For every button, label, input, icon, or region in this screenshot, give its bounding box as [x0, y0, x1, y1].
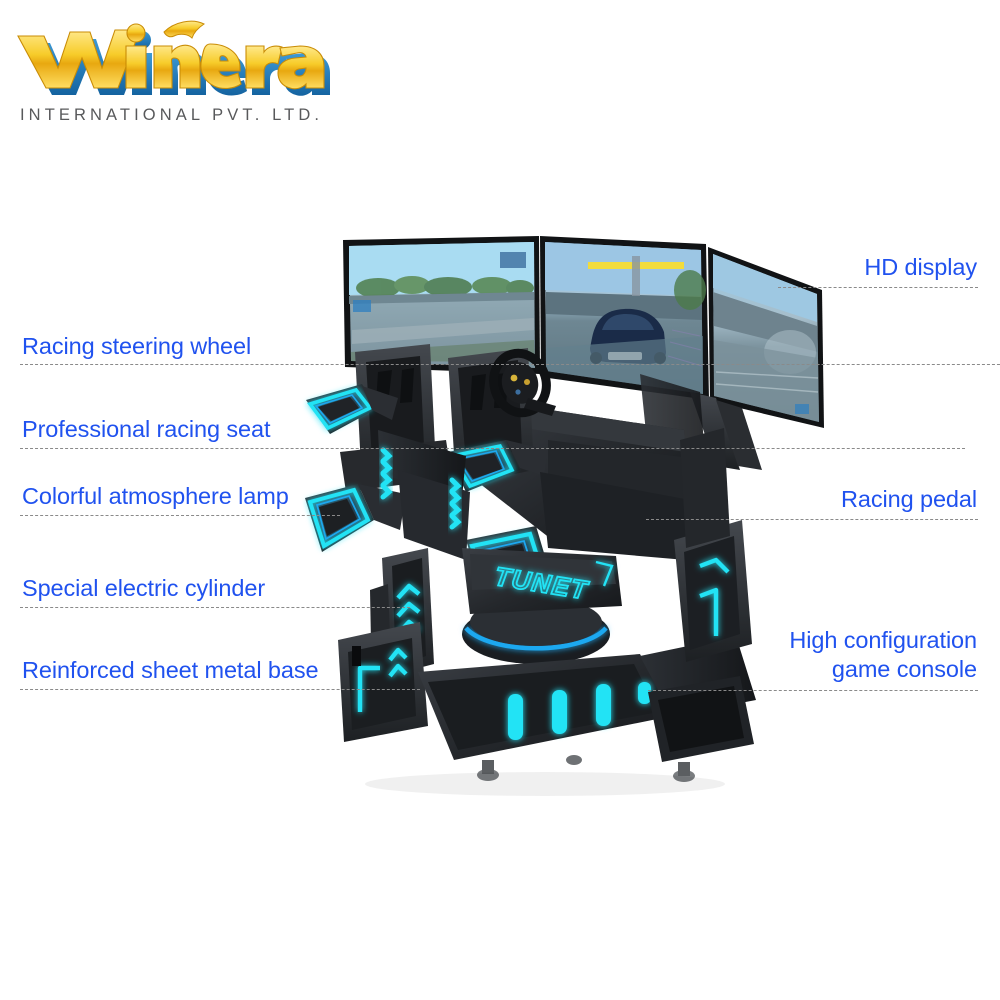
callout-label-high-configuration-game-console: High configuration game console [747, 626, 977, 683]
callout-label-colorful-atmosphere-lamp: Colorful atmosphere lamp [22, 483, 289, 509]
brand-logo: INTERNATIONAL PVT. LTD. [14, 16, 344, 126]
led-chevron-strip-right [449, 477, 462, 530]
leader-line-high-configuration-game-console [648, 690, 978, 691]
callout-label-reinforced-sheet-metal-base: Reinforced sheet metal base [22, 657, 319, 683]
screen-center [540, 236, 709, 400]
racing-steering-wheel [489, 348, 556, 418]
atmosphere-lamp-lower-left [305, 484, 406, 552]
leader-line-hd-display [778, 287, 978, 288]
callout-label-hd-display: HD display [864, 254, 977, 280]
callout-label-special-electric-cylinder: Special electric cylinder [22, 575, 266, 601]
callout-label-line1: High configuration [789, 627, 977, 653]
callout-label-line2: game console [831, 655, 977, 682]
leader-line-special-electric-cylinder [20, 607, 410, 608]
leader-line-professional-racing-seat [20, 448, 965, 449]
callout-label-racing-steering-wheel: Racing steering wheel [22, 333, 252, 359]
atmosphere-lamp-upper-right [448, 440, 548, 492]
center-hub: TUNET [462, 548, 622, 664]
winera-wordmark-icon [14, 16, 334, 96]
callout-label-racing-pedal: Racing pedal [841, 486, 977, 512]
leader-line-reinforced-sheet-metal-base [20, 689, 420, 690]
callout-label-professional-racing-seat: Professional racing seat [22, 416, 271, 442]
leader-line-racing-steering-wheel [20, 364, 1000, 365]
hd-display-array [343, 236, 824, 470]
base-feet [477, 755, 695, 782]
led-chevron-strip-left [380, 447, 393, 500]
leader-line-colorful-atmosphere-lamp [20, 515, 340, 516]
base-led-bars [508, 682, 651, 740]
reinforced-sheet-metal-base [338, 428, 756, 782]
atmosphere-lamp-upper-left [306, 384, 398, 434]
screen-right [708, 247, 824, 428]
brand-tagline: INTERNATIONAL PVT. LTD. [20, 106, 324, 124]
leader-line-racing-pedal [646, 519, 978, 520]
